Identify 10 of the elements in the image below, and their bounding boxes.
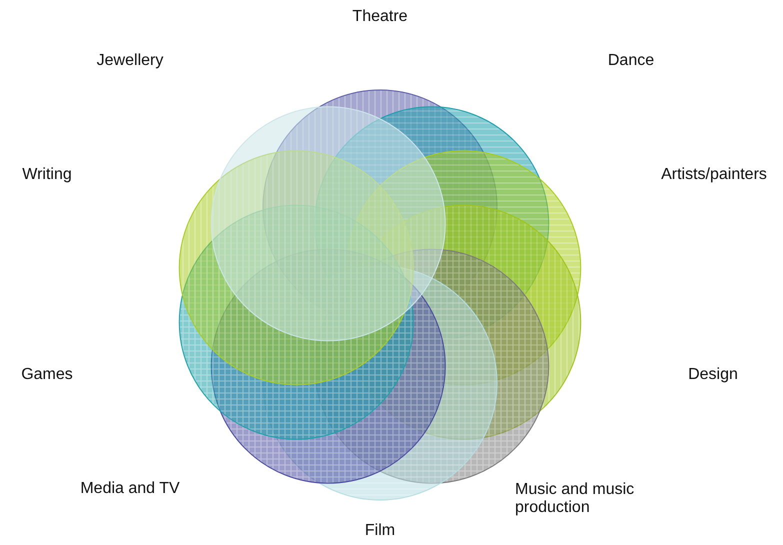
category-label: Design [688, 366, 738, 384]
category-label: Media and TV [80, 480, 180, 498]
category-label: Artists/painters [661, 166, 767, 184]
category-label: Writing [22, 166, 72, 184]
category-label: Theatre [352, 8, 408, 26]
category-label: Film [364, 522, 396, 540]
category-label: Dance [608, 52, 654, 70]
category-label: Games [21, 366, 73, 384]
category-label: Jewellery [96, 52, 164, 70]
category-label: Music and music production [515, 481, 636, 517]
